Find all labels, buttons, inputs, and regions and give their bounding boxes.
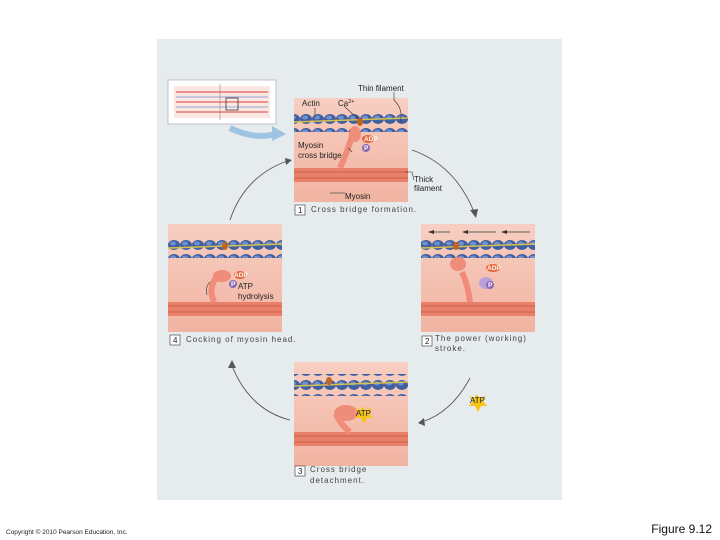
- copyright-notice: Copyright © 2010 Pearson Education, Inc.: [6, 529, 128, 536]
- svg-text:3: 3: [298, 467, 303, 476]
- label-atp-right: ATP: [470, 396, 485, 405]
- svg-text:detachment.: detachment.: [310, 476, 365, 485]
- label-p-4: P: [231, 281, 236, 288]
- label-adp-1: ADP: [364, 136, 378, 143]
- svg-text:Cross bridge formation.: Cross bridge formation.: [311, 205, 417, 214]
- zoom-arrow: [228, 125, 276, 139]
- label-ca: Ca2+: [338, 99, 355, 108]
- label-adp-2: ADP: [487, 265, 501, 272]
- step-2-label: 2 The power (working) stroke.: [421, 334, 527, 353]
- cycle-arrow-4-to-1: [229, 159, 291, 221]
- step-1-label: 1 Cross bridge formation.: [294, 204, 417, 216]
- atp-burst-icon-right: [469, 394, 487, 412]
- zoom-arrow-head: [272, 126, 286, 141]
- svg-text:stroke.: stroke.: [435, 344, 466, 353]
- svg-text:Cocking of myosin head.: Cocking of myosin head.: [186, 335, 297, 344]
- label-myosin-cross-bridge-1: Myosin: [298, 141, 323, 150]
- label-thick-filament-1: Thick: [414, 175, 434, 184]
- step-4-label: 4 Cocking of myosin head.: [169, 334, 297, 346]
- atp-burst-icon: [355, 406, 373, 424]
- label-actin: Actin: [302, 99, 320, 108]
- svg-text:1: 1: [298, 206, 303, 215]
- label-atp-hydrolysis-1: ATP: [238, 282, 253, 291]
- label-atp-bottom: ATP: [356, 409, 371, 418]
- label-p-1: P: [364, 145, 369, 152]
- myosin-binding-site: [357, 118, 363, 126]
- sarcomere-thumbnail: [167, 79, 277, 125]
- label-thin-filament: Thin filament: [358, 84, 405, 93]
- label-myosin: Myosin: [345, 192, 370, 201]
- figure-number: Figure 9.12: [651, 522, 712, 536]
- panel-3-cross-bridge-detachment: [293, 362, 409, 466]
- step-3-label: 3 Cross bridge detachment.: [294, 465, 367, 485]
- panel-2-power-stroke: [420, 224, 536, 332]
- adp-molecule: [362, 135, 374, 143]
- svg-text:4: 4: [173, 336, 178, 345]
- cycle-arrow-1-to-2: [411, 149, 475, 213]
- label-p-2: P: [488, 282, 493, 289]
- label-thick-filament-2: filament: [414, 184, 443, 193]
- cycle-arrow-3-to-4: [231, 365, 291, 421]
- svg-text:Cross bridge: Cross bridge: [310, 465, 367, 474]
- phosphate-molecule: [362, 144, 370, 152]
- panel-4-cocking: [167, 224, 283, 332]
- svg-text:The power (working): The power (working): [435, 334, 527, 343]
- svg-text:2: 2: [425, 337, 430, 346]
- label-adp-4: ADP: [234, 272, 248, 279]
- label-myosin-cross-bridge-2: cross bridge: [298, 151, 342, 160]
- label-atp-hydrolysis-2: hydrolysis: [238, 292, 274, 301]
- cycle-arrow-2-to-3: [421, 377, 471, 423]
- panel-1-cross-bridge-formation: [293, 98, 409, 202]
